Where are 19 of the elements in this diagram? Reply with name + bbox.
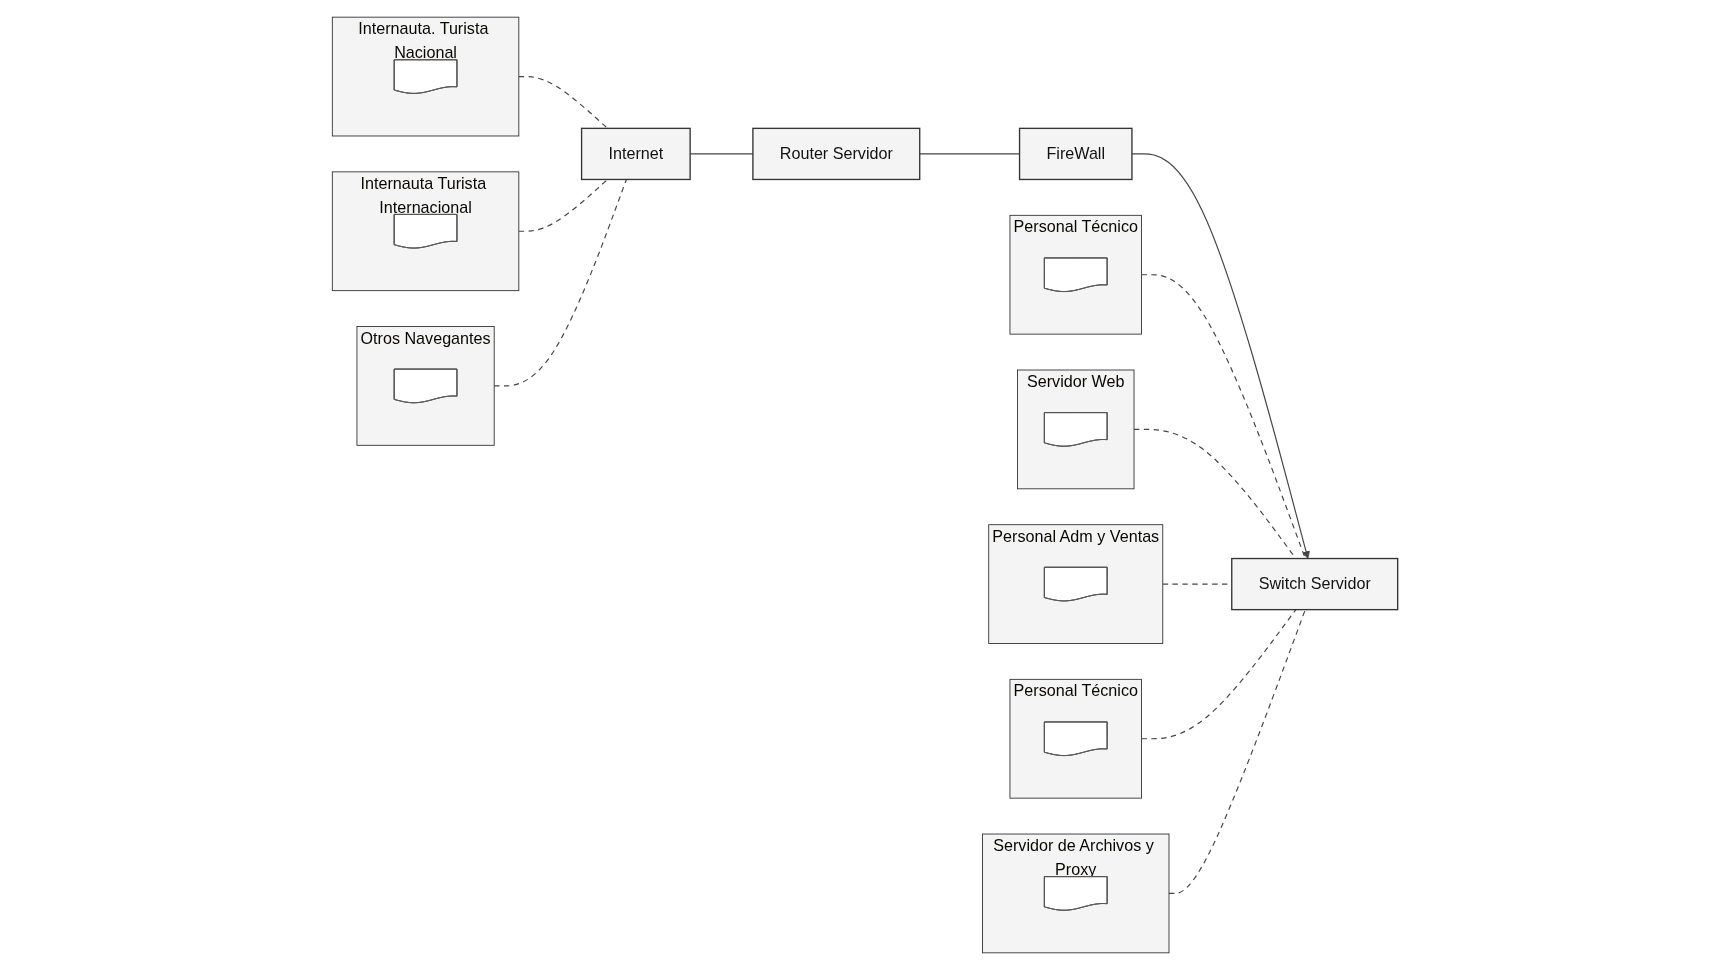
connector [1168,608,1306,894]
arrow [1131,152,1310,559]
node-box: Internet [580,127,691,180]
cluster: Servidor de Archivos y Proxy [982,833,1170,953]
node-box: Switch Servidor [1231,557,1399,610]
cluster: Personal Técnico [1009,678,1142,799]
cluster: Internauta. Turista Nacional [331,16,520,136]
cluster: Otros Navegantes [356,325,495,446]
connector [493,178,627,386]
connector [1140,608,1297,739]
connector [518,75,609,129]
connector [1140,273,1306,559]
cluster: Personal Técnico [1009,214,1142,335]
node-box: FireWall [1018,127,1133,180]
connector [518,178,609,232]
cluster: Internauta Turista Internacional [331,170,520,291]
node-box: Router Servidor [752,127,921,180]
cluster: Servidor Web [1017,369,1135,489]
cluster: Personal Adm y Ventas [988,523,1164,644]
